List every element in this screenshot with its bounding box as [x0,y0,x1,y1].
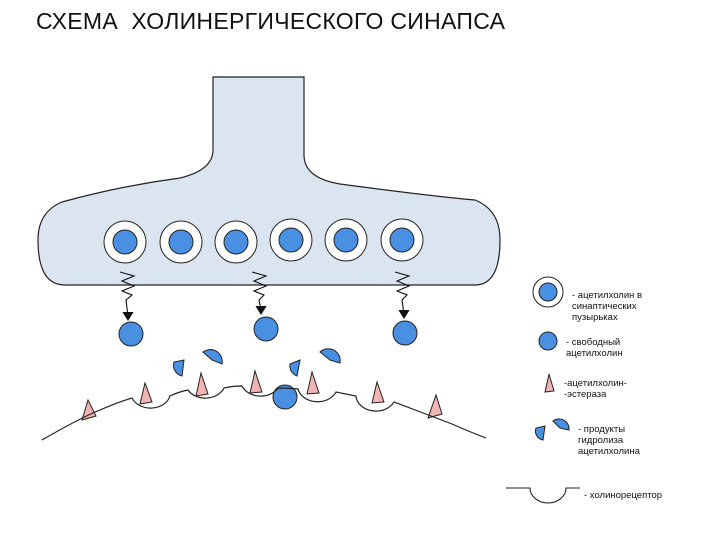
vesicle [214,220,258,264]
free-acetylcholine [118,321,144,347]
legend-label-hydrolysis-products: - продукты гидролиза ацетилхолина [578,424,640,457]
vesicle [380,218,424,262]
esterase [427,393,443,419]
esterase [371,380,385,404]
legend-label-free-acetylcholine: - свободный ацетилхолин [566,337,623,359]
receptor-icon [506,487,580,504]
esterase [249,369,263,394]
free-acetylcholine [253,316,279,342]
vesicle-icon [532,276,564,308]
legend-label-esterase: -ацетилхолин- -эстераза [564,378,627,400]
legend-label-vesicle: - ацетилхолин в синаптических пузырьках [572,290,643,323]
page-title: СХЕМА ХОЛИНЕРГИЧЕСКОГО СИНАПСА [36,8,506,34]
free-acetylcholine-icon [538,331,558,351]
esterase-icon [544,373,555,393]
postsynaptic-membrane [41,385,487,441]
vesicle [159,220,203,264]
hydrolysis-products-icon [534,418,570,441]
hydrolysis-product [202,349,223,365]
release-arrow [251,271,268,316]
vesicle [269,218,313,262]
vesicle [103,220,147,264]
free-acetylcholine [272,384,298,410]
hydrolysis-product [173,359,185,377]
release-arrow [394,271,411,320]
hydrolysis-product [289,359,301,377]
release-arrow [119,271,136,322]
vesicle [324,218,368,262]
esterase [81,398,97,421]
esterase [195,371,209,397]
esterase [139,381,153,405]
free-acetylcholine [392,320,418,346]
hydrolysis-product [319,348,341,364]
legend-label-receptor: - холинорецептор [584,490,663,501]
esterase [306,370,320,395]
